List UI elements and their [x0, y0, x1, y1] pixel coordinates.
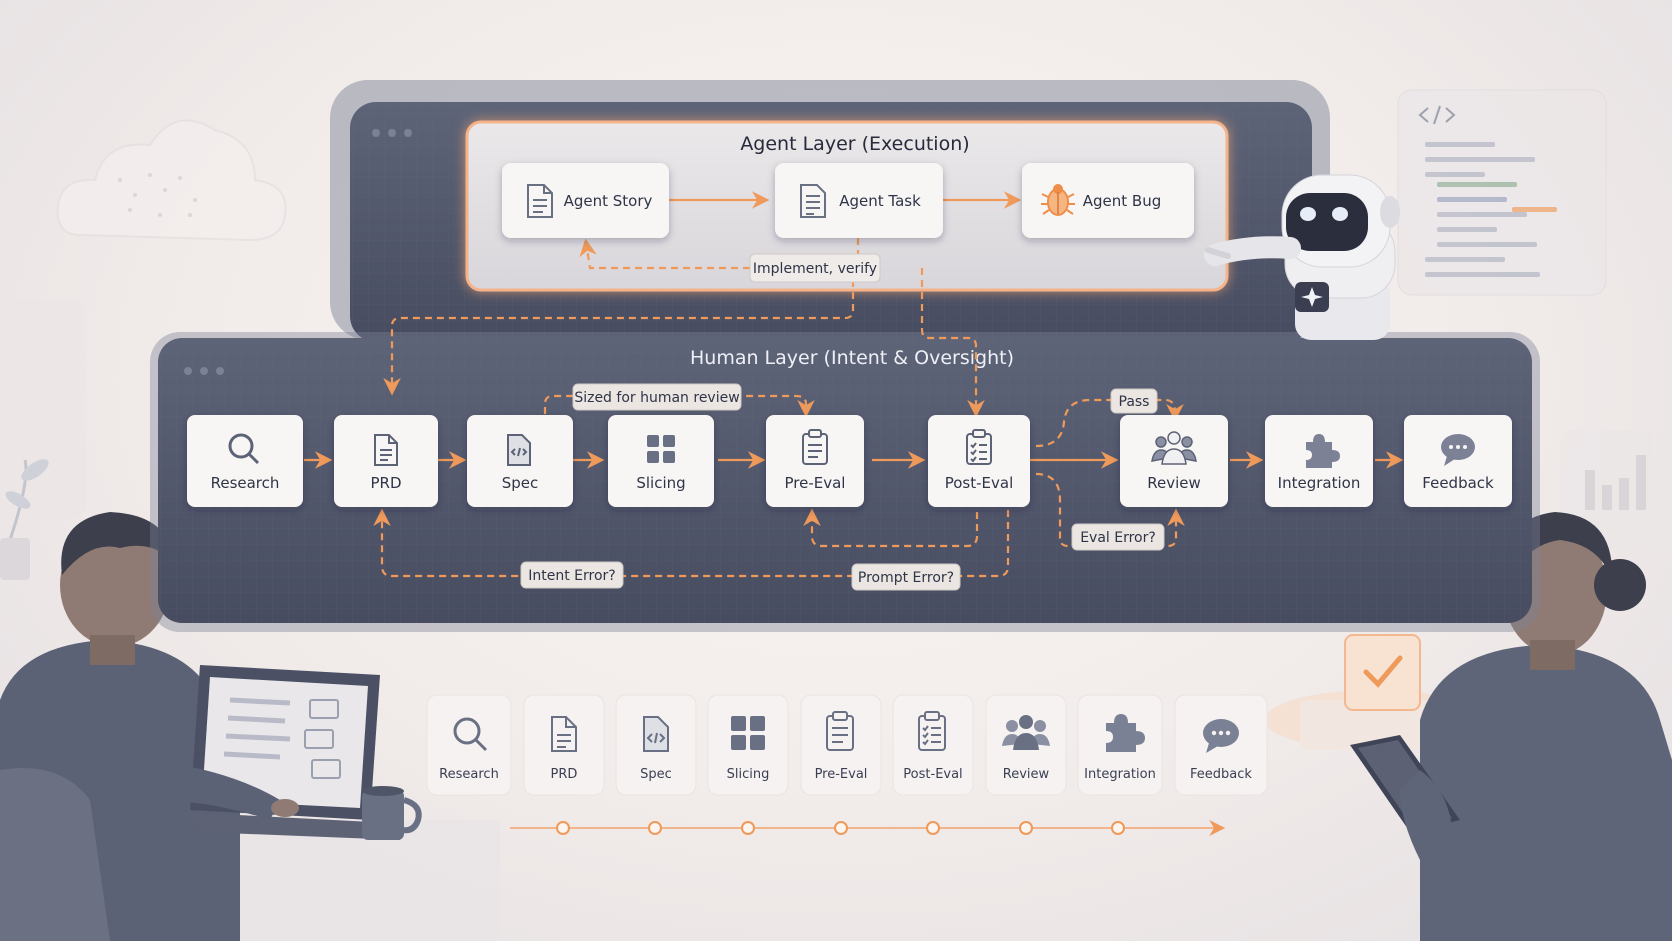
document-icon [374, 434, 398, 466]
clipboard-icon [826, 711, 854, 751]
human-node-prd[interactable]: PRD [334, 415, 438, 507]
prompt-error-tag: Prompt Error? [851, 563, 961, 591]
document-icon [527, 184, 553, 218]
svg-text:PRD: PRD [551, 767, 578, 782]
agent-node-agent-story[interactable]: Agent Story [502, 163, 669, 238]
agent-layer-title: Agent Layer (Execution) [740, 133, 969, 155]
clipboard-icon [802, 429, 828, 465]
human-node-integration[interactable]: Integration [1265, 415, 1373, 507]
human-node-label: Post-Eval [945, 474, 1014, 492]
person-with-laptop [0, 512, 422, 941]
human-node-spec[interactable]: Spec [467, 415, 573, 507]
human-node-feedback[interactable]: Feedback [1404, 415, 1512, 507]
agent-node-label: Agent Bug [1083, 192, 1162, 210]
timeline-card-slicing[interactable]: Slicing [707, 694, 789, 796]
agent-node-label: Agent Task [839, 192, 921, 210]
human-node-label: PRD [370, 474, 401, 492]
checklist-icon [918, 711, 946, 751]
cloud-icon [56, 119, 287, 242]
puzzle-icon [1106, 714, 1145, 752]
svg-text:Pre-Eval: Pre-Eval [815, 767, 868, 782]
human-node-label: Research [211, 474, 280, 492]
mug-decor [362, 786, 422, 840]
human-node-label: Feedback [1422, 474, 1494, 492]
timeline: Research PRD Spec Slicing [426, 694, 1268, 836]
svg-text:Sized for human review: Sized for human review [574, 390, 739, 406]
chat-bubble-icon [1203, 719, 1239, 753]
search-icon [453, 717, 488, 752]
bug-icon [1041, 184, 1075, 216]
timeline-card-spec[interactable]: Spec [615, 694, 697, 796]
svg-text:Feedback: Feedback [1190, 767, 1252, 782]
human-node-research[interactable]: Research [187, 415, 303, 507]
svg-text:Review: Review [1003, 767, 1050, 782]
timeline-card-integration[interactable]: Integration [1077, 694, 1163, 796]
human-node-label: Integration [1278, 474, 1361, 492]
human-node-pre-eval[interactable]: Pre-Eval [766, 415, 864, 507]
list-document-icon [800, 184, 826, 218]
human-node-post-eval[interactable]: Post-Eval [928, 415, 1030, 507]
svg-text:Research: Research [439, 767, 499, 782]
background-decor [0, 89, 1672, 941]
svg-text:Post-Eval: Post-Eval [903, 767, 962, 782]
timeline-card-post-eval[interactable]: Post-Eval [892, 694, 974, 796]
search-icon [228, 433, 260, 465]
human-layer-title: Human Layer (Intent & Oversight) [690, 347, 1014, 369]
document-icon [551, 716, 577, 752]
svg-text:Spec: Spec [640, 767, 672, 782]
agent-node-label: Agent Story [564, 192, 653, 210]
chat-bubble-icon [1441, 434, 1475, 466]
svg-text:Integration: Integration [1084, 767, 1156, 782]
timeline-card-feedback[interactable]: Feedback [1174, 694, 1268, 796]
human-node-slicing[interactable]: Slicing [608, 415, 714, 507]
agent-connectors [383, 191, 1022, 418]
human-node-label: Slicing [636, 474, 685, 492]
code-panel-decor [1397, 89, 1607, 296]
svg-text:Pass: Pass [1119, 394, 1150, 410]
human-node-label: Pre-Eval [785, 474, 846, 492]
human-node-label: Review [1147, 474, 1201, 492]
robot-agent [1204, 174, 1400, 340]
svg-text:Slicing: Slicing [727, 767, 770, 782]
sized-for-human-review-tag: Sized for human review [572, 383, 742, 411]
code-document-icon [643, 716, 669, 752]
grid-icon [647, 435, 675, 463]
puzzle-icon [1306, 434, 1340, 468]
implement-verify-tag: Implement, verify [749, 253, 881, 283]
timeline-card-review[interactable]: Review [985, 694, 1067, 796]
human-node-label: Spec [502, 474, 539, 492]
svg-text:Prompt Error?: Prompt Error? [858, 570, 954, 586]
plant-decor [0, 459, 49, 580]
code-document-icon [507, 434, 531, 466]
checklist-icon [966, 429, 992, 465]
agent-node-agent-bug[interactable]: Agent Bug [1022, 163, 1194, 238]
svg-text:Eval Error?: Eval Error? [1080, 530, 1156, 546]
monitor-decor [0, 300, 86, 520]
people-icon [1002, 715, 1050, 750]
svg-text:Intent Error?: Intent Error? [528, 568, 615, 584]
bar-chart-decor [1560, 430, 1672, 550]
svg-text:Implement, verify: Implement, verify [753, 261, 877, 277]
timeline-card-prd[interactable]: PRD [523, 694, 605, 796]
grid-icon [731, 716, 765, 750]
timeline-card-pre-eval[interactable]: Pre-Eval [800, 694, 882, 796]
intent-error-tag: Intent Error? [520, 561, 624, 589]
pass-tag: Pass [1110, 388, 1158, 414]
timeline-card-research[interactable]: Research [426, 694, 512, 796]
agent-node-agent-task[interactable]: Agent Task [775, 163, 943, 238]
human-node-review[interactable]: Review [1120, 415, 1228, 507]
people-icon [1151, 431, 1197, 465]
eval-error-tag: Eval Error? [1071, 523, 1165, 551]
